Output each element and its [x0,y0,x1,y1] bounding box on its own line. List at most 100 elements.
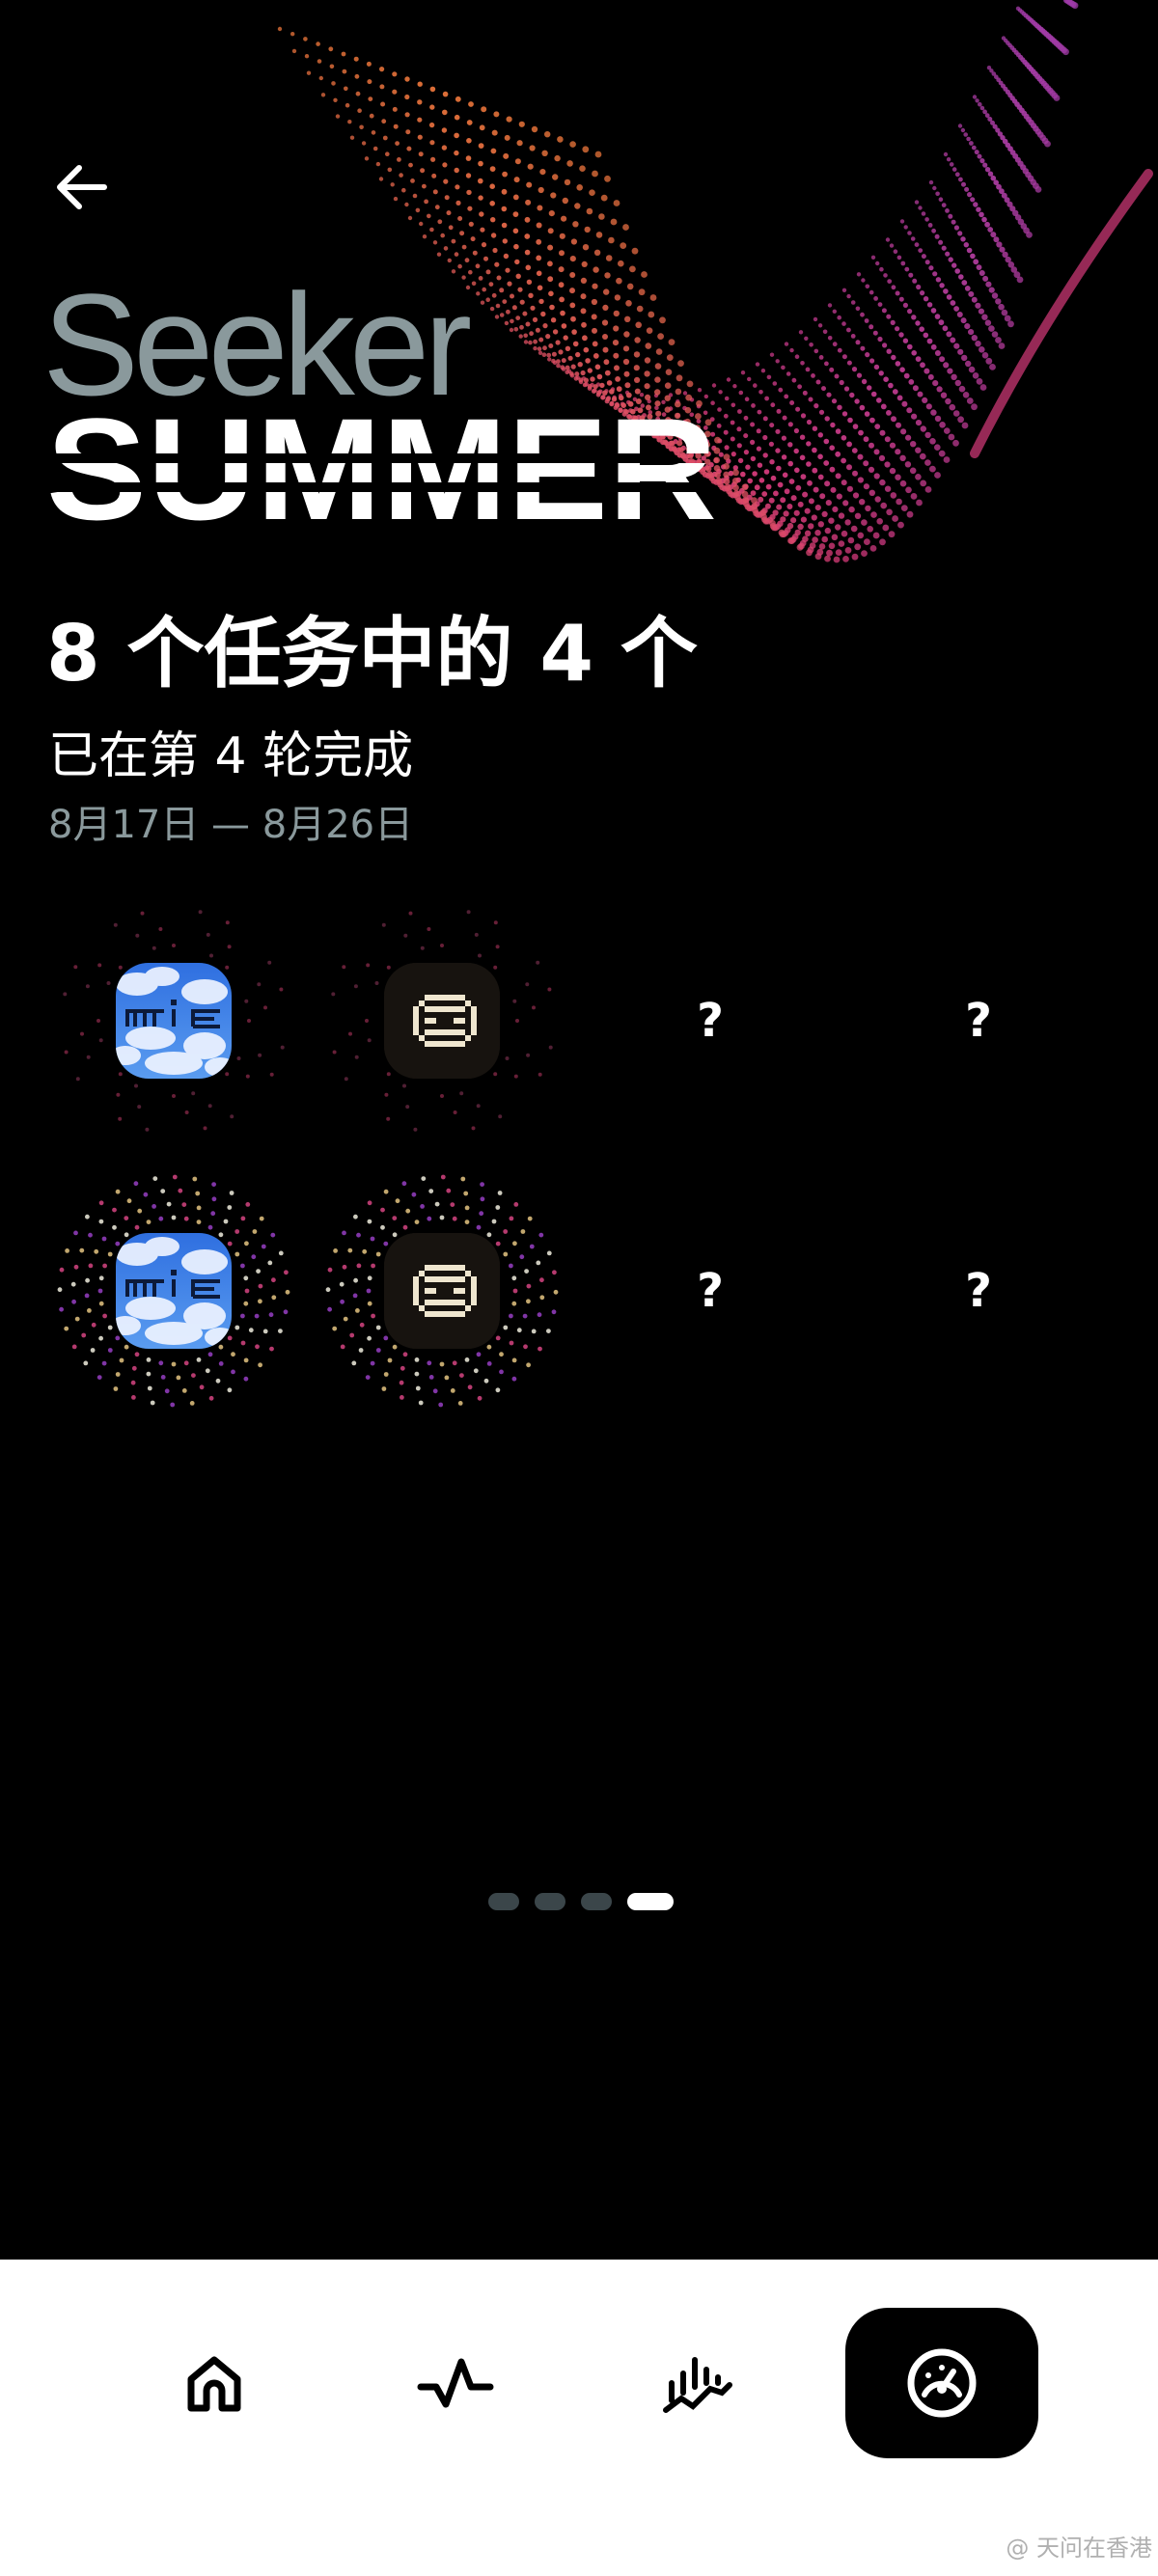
wave-dot [513,327,519,332]
wave-dot [434,205,440,210]
badge-locked[interactable]: ? [843,1156,1114,1426]
wave-dot [797,384,802,390]
wave-dot [968,329,975,336]
wave-dot [671,446,677,452]
wave-dot [732,469,739,477]
wave-dot [571,329,577,335]
wave-dot [818,409,825,415]
wave-dot [504,134,510,141]
wave-dot [610,218,618,226]
aura-dot [480,1182,484,1187]
wave-dot [865,505,871,512]
wave-dot [987,227,994,233]
wave-dot [661,412,667,417]
wave-dot [769,423,775,428]
wave-dot [703,430,711,438]
badge-sky-mie[interactable] [39,1156,309,1426]
wave-dot [478,195,483,201]
wave-dot [404,112,410,118]
nav-trending[interactable] [600,2308,793,2458]
wave-dot [417,99,423,105]
wave-dot [979,384,987,391]
wave-dot [558,282,565,288]
wave-dot [654,363,662,370]
badge-sky-mie[interactable] [39,886,309,1156]
brand-summer: SUMMER [46,405,717,531]
aura-dot [432,1388,438,1394]
wave-dot [804,336,809,341]
wave-dot [465,173,472,178]
wave-dot [582,335,588,342]
wave-dot [750,422,756,427]
wave-dot [459,231,465,236]
wave-dot [556,363,561,369]
wave-dot [587,384,593,389]
aura-dot [215,1378,221,1384]
wave-dot [819,493,826,500]
page-dot[interactable] [581,1893,612,1910]
page-dot[interactable] [488,1893,519,1910]
aura-dot [471,1126,476,1131]
wave-dot [443,178,449,184]
wave-dot [556,359,561,364]
badge-pixel-face[interactable] [307,886,577,1156]
wave-dot [880,403,887,410]
wave-dot [582,382,588,388]
wave-dot [399,173,403,178]
aura-dot [503,1325,509,1330]
back-button[interactable] [41,145,125,230]
wave-dot [827,336,833,341]
aura-dot [366,963,371,968]
wave-dot [826,549,833,557]
wave-dot [891,354,896,361]
wave-dot [907,309,913,315]
page-dot[interactable] [535,1893,565,1910]
aura-dot [225,1072,230,1077]
wave-dot [713,456,720,464]
wave-dot [824,480,831,487]
wave-dot [829,445,835,452]
wave-dot [442,109,448,116]
wave-dot [750,439,756,445]
badge-locked[interactable]: ? [575,886,845,1156]
wave-dot [476,291,481,296]
badge-locked[interactable]: ? [843,886,1114,1156]
wave-dot [935,277,942,283]
gauge-icon [907,2348,977,2418]
aura-dot [353,1214,358,1219]
aura-dot [386,965,391,970]
wave-dot [552,329,559,335]
wave-dot [971,403,978,411]
wave-dot [736,426,742,432]
wave-dot [525,199,532,206]
wave-dot [847,536,855,544]
nav-gauge[interactable] [845,2308,1038,2458]
wave-dot [535,327,540,333]
wave-dot [914,200,920,205]
wave-dot [635,321,642,329]
wave-dot [939,422,946,428]
badge-pixel-face[interactable] [307,1156,577,1426]
aura-dot [118,1116,123,1121]
aura-dot [87,1308,92,1313]
aura-dot [112,1207,117,1213]
wave-dot [664,395,671,401]
aura-dot [520,1229,526,1234]
nav-home[interactable] [118,2308,311,2458]
aura-dot [483,1378,489,1384]
wave-dot [501,222,508,229]
wave-dot [480,227,485,233]
wave-dot [602,334,608,340]
aura-dot [495,1205,501,1210]
wave-dot [655,348,663,355]
aura-dot [353,984,358,989]
wave-dot [684,428,691,436]
nav-activity[interactable] [359,2308,552,2458]
wave-dot [404,202,409,207]
wave-dot [921,254,926,260]
wave-dot [367,79,372,85]
aura-dot [206,932,210,937]
page-dot[interactable] [627,1893,674,1910]
badge-locked[interactable]: ? [575,1156,845,1426]
wave-dot [846,464,852,471]
